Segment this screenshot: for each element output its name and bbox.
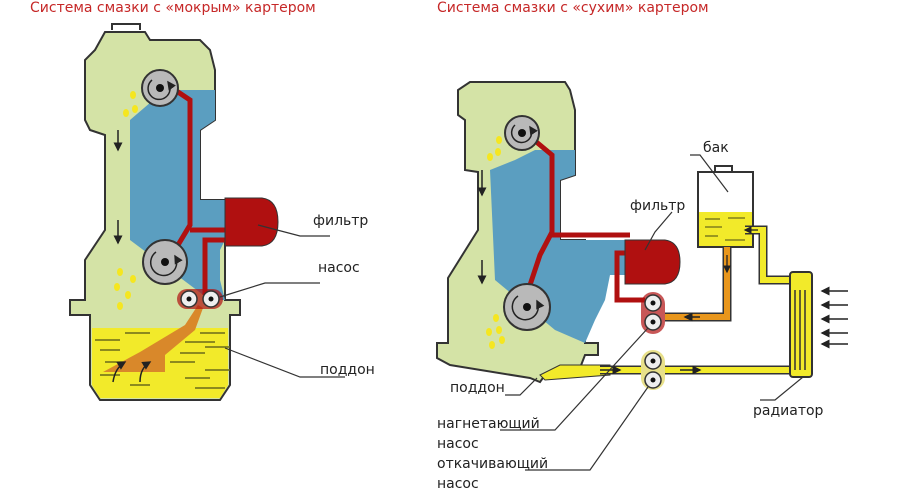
oil-pressure-channel	[526, 133, 645, 303]
camshaft	[141, 69, 179, 107]
filler-cap	[111, 23, 141, 30]
airflow-arrows	[820, 286, 848, 349]
pressure-pump-label-2: насос	[437, 436, 479, 452]
wet-oil-pump	[177, 289, 223, 309]
oil-pickup	[103, 305, 203, 372]
radiator-label: радиатор	[753, 403, 824, 419]
tank-label: бак	[703, 140, 729, 156]
dry-sump-title: Система смазки с «сухим» картером	[437, 0, 709, 16]
pressure-pump	[641, 292, 665, 334]
dry-sump-label: поддон	[450, 380, 505, 396]
oil-level-lines	[95, 332, 230, 389]
oil-pressure-channel	[170, 85, 230, 295]
scavenge-pump	[641, 350, 665, 390]
camshaft	[504, 115, 540, 151]
dry-filter-label: фильтр	[630, 198, 685, 214]
wet-sump-title: Система смазки с «мокрым» картером	[30, 0, 316, 16]
oil-drips	[486, 136, 505, 349]
dry-oil-filter	[624, 239, 681, 285]
crankshaft	[142, 239, 188, 285]
dry-sump-engine	[436, 81, 681, 384]
wet-pump-label: насос	[318, 260, 360, 276]
pressure-pump-label-1: нагнетающий	[437, 416, 540, 432]
scavenge-pump-label-1: откачивающий	[437, 456, 548, 472]
crankshaft	[503, 283, 551, 331]
wet-oil-filter	[224, 197, 279, 247]
oil-tank	[697, 165, 754, 248]
wet-sump-label: поддон	[320, 362, 375, 378]
scavenge-pump-label-2: насос	[437, 476, 479, 492]
wet-sump-engine	[69, 23, 345, 401]
oil-drips	[114, 91, 138, 310]
oil-return-line	[600, 225, 810, 375]
wet-filter-label: фильтр	[313, 213, 368, 229]
radiator	[789, 271, 813, 378]
